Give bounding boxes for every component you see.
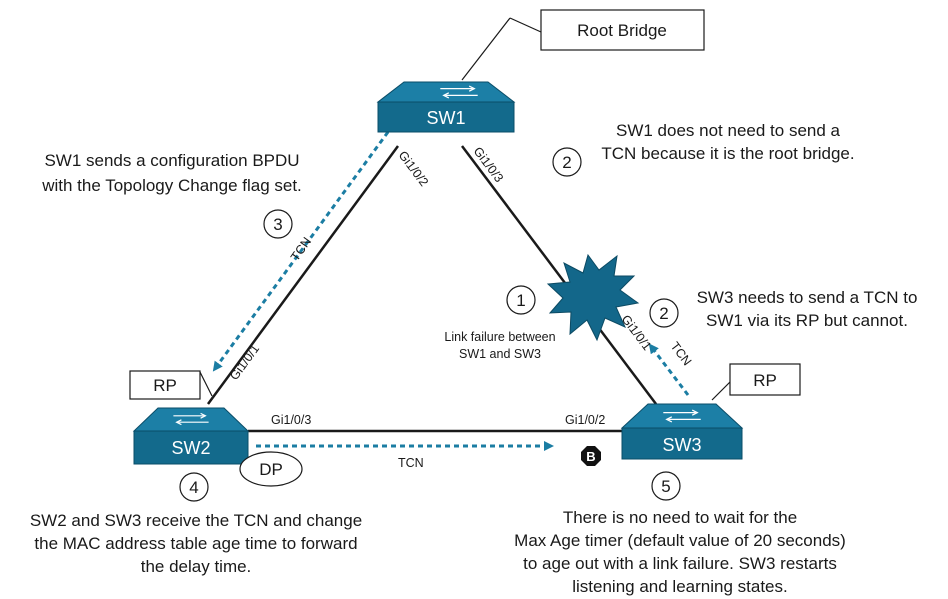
sw3-rp-box: [729, 363, 801, 396]
tcn-label-left: TCN: [288, 235, 314, 264]
step-1-marker: [506, 285, 536, 315]
sw2-rp-box: [129, 370, 201, 400]
sw3-rp-label: RP: [753, 371, 777, 390]
step-3-number: 3: [273, 215, 282, 234]
sw3-rp-pointer: [711, 381, 731, 401]
step-4-number: 4: [189, 478, 198, 497]
step-5-text-line4: listening and learning states.: [572, 577, 787, 596]
switch-sw2[interactable]: SW2: [132, 407, 250, 465]
sw2-label: SW2: [171, 438, 210, 458]
step-1-number: 1: [516, 291, 525, 310]
step-2a-marker: [552, 147, 582, 177]
switch-sw1[interactable]: SW1: [376, 81, 516, 133]
blocking-port-icon: [581, 446, 601, 466]
step-2b-number: 2: [659, 304, 668, 323]
step-5-text-line1: There is no need to wait for the: [563, 508, 797, 527]
step-2a-text-line1: SW1 does not need to send a: [616, 121, 841, 140]
tcn-arrow-sw3-to-sw1: [648, 343, 690, 396]
blocking-port-label: B: [586, 449, 595, 464]
step-5-number: 5: [661, 477, 670, 496]
tcn-label-right: TCN: [668, 339, 695, 368]
sw2-dp-badge: [239, 451, 303, 487]
step-2b-marker: [649, 298, 679, 328]
step-2b-text-line1: SW3 needs to send a TCN to: [697, 288, 918, 307]
step-1-text-line2: SW1 and SW3: [459, 347, 541, 361]
sw2-rp-label: RP: [153, 376, 177, 395]
step-5-marker: [651, 471, 681, 501]
step-5-text-line3: to age out with a link failure. SW3 rest…: [523, 554, 837, 573]
switch-sw3[interactable]: SW3: [620, 403, 744, 460]
link-failure-burst-icon: [546, 253, 640, 342]
tcn-arrow-sw1-to-sw2: [212, 131, 390, 372]
tcn-label-bottom: TCN: [398, 456, 424, 470]
sw2-rp-pointer: [199, 371, 213, 397]
port-sw3-left: Gi1/0/2: [565, 413, 605, 427]
step-2a-text-line2: TCN because it is the root bridge.: [601, 144, 854, 163]
step-2b-text-line2: SW1 via its RP but cannot.: [706, 311, 908, 330]
port-sw2-right: Gi1/0/3: [271, 413, 311, 427]
step-4-marker: [179, 472, 209, 502]
root-bridge-callout-line: [461, 17, 511, 81]
root-bridge-label: Root Bridge: [577, 21, 667, 40]
root-bridge-callout-line: [509, 17, 542, 33]
link-sw1-sw3: [461, 145, 657, 405]
sw2-dp-label: DP: [259, 460, 283, 479]
step-3-text-line1: SW1 sends a configuration BPDU: [44, 151, 299, 170]
port-sw2-up: Gi1/0/1: [227, 342, 262, 383]
port-sw3-up: Gi1/0/1: [619, 312, 654, 353]
root-bridge-box: [540, 9, 705, 51]
step-1-text-line1: Link failure between: [444, 330, 555, 344]
step-4-text-line1: SW2 and SW3 receive the TCN and change: [30, 511, 362, 530]
step-2a-number: 2: [562, 153, 571, 172]
port-sw1-left: Gi1/0/2: [396, 148, 431, 189]
sw3-label: SW3: [662, 435, 701, 455]
link-sw1-sw2: [206, 145, 400, 405]
step-3-marker: [263, 209, 293, 239]
step-3-text-line2: with the Topology Change flag set.: [41, 176, 302, 195]
sw1-label: SW1: [426, 108, 465, 128]
step-4-text-line2: the MAC address table age time to forwar…: [34, 534, 357, 553]
step-4-text-line3: the delay time.: [141, 557, 252, 576]
step-5-text-line2: Max Age timer (default value of 20 secon…: [514, 531, 846, 550]
